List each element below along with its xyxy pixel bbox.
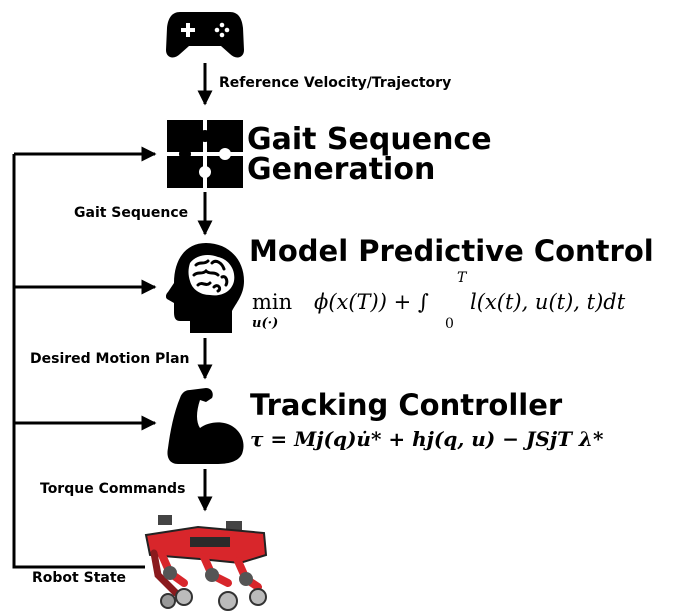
gait-title-line2: Generation (247, 152, 436, 187)
quadruped-robot-icon (144, 515, 268, 611)
mpc-eq-upper: T (457, 270, 467, 286)
edge-label-gait-sequence: Gait Sequence (74, 205, 189, 221)
mpc-eq-tail: l(x(t), u(t), t)dt (470, 290, 626, 314)
mpc-eq-min: min (252, 290, 293, 314)
gamepad-icon (166, 12, 244, 58)
edge-label-desired-plan: Desired Motion Plan (30, 351, 190, 367)
tracking-eq: τ = Mj(q)u̇* + hj(q, u) − JSjT λ* (250, 427, 604, 451)
edge-label-reference: Reference Velocity/Trajectory (219, 75, 452, 91)
tracking-title: Tracking Controller (250, 388, 563, 422)
edge-label-torque: Torque Commands (40, 481, 186, 497)
mpc-eq-sub: u(·) (252, 316, 279, 331)
mpc-title: Model Predictive Control (249, 234, 654, 268)
brain-head-icon (166, 243, 244, 333)
puzzle-icon (167, 120, 243, 188)
mpc-eq-lower: 0 (445, 316, 454, 332)
edge-label-robot-state: Robot State (32, 570, 127, 586)
feedback-line (12, 154, 145, 569)
flexed-arm-icon (167, 388, 244, 464)
mpc-eq-body: ϕ(x(T)) + ∫ (314, 290, 429, 314)
gait-title-line1: Gait Sequence (247, 122, 492, 157)
